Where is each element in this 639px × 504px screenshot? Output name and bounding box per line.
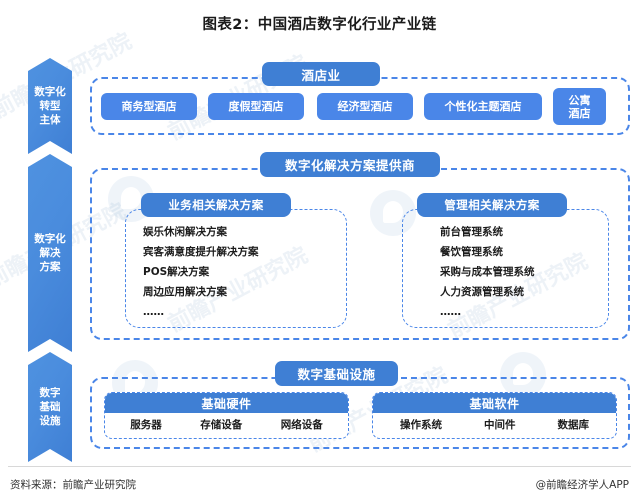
rail-segment-digital-infrastructure: 数字 基础 设施 [28,352,72,462]
rail-segment-transformation-subject: 数字化 转型 主体 [28,58,72,154]
section-header-solution-providers: 数字化解决方案提供商 [260,152,440,177]
rail-segment-digital-solutions: 数字化 解决 方案 [28,154,72,352]
list-item: 采购与成本管理系统 [440,266,535,278]
hotel-type-boutique-theme[interactable]: 个性化主题酒店 [424,93,542,120]
rail-label-line: 方案 [39,261,61,273]
section-header-digital-infrastructure: 数字基础设施 [275,361,398,386]
rail-label-line: 转型 [39,100,61,112]
list-item: 餐饮管理系统 [440,246,503,258]
list-item: …… [143,306,164,318]
list-item: 人力资源管理系统 [440,286,524,298]
rail-label-line: 数字化 [34,233,66,245]
rail-label-line: 数字 [39,387,61,399]
infra-item-os: 操作系统 [400,419,442,431]
brand-label: @前瞻经济学人APP [535,479,629,491]
section-header-hotel-industry: 酒店业 [262,62,380,86]
infra-card-hardware: 基础硬件 服务器 存储设备 网络设备 [104,392,349,439]
hotel-type-apartment[interactable]: 公寓 酒店 [553,88,606,125]
hotel-type-apartment-line: 酒店 [568,106,591,120]
rail-label-line: 主体 [39,114,61,126]
hotel-type-business[interactable]: 商务型酒店 [101,93,197,120]
list-item: POS解决方案 [143,266,210,278]
infra-card-header-software: 基础软件 [373,393,616,413]
rail-label-line: 基础 [39,401,61,413]
list-item: 宾客满意度提升解决方案 [143,246,259,258]
infra-item-middleware: 中间件 [484,419,516,431]
infra-card-body-software: 操作系统 中间件 数据库 [373,413,616,436]
infra-item-server: 服务器 [130,419,162,431]
infra-card-header-hardware: 基础硬件 [105,393,348,413]
group-header-management-solutions: 管理相关解决方案 [417,193,567,217]
list-item: 前台管理系统 [440,226,503,238]
footer-divider [8,466,631,467]
page-title: 图表2：中国酒店数字化行业产业链 [202,17,437,33]
list-item: …… [440,306,461,318]
rail-label-line: 设施 [39,415,61,427]
group-header-business-solutions: 业务相关解决方案 [141,193,291,217]
infra-item-network: 网络设备 [280,419,323,431]
list-item: 娱乐休闲解决方案 [143,226,227,238]
hotel-type-apartment-line: 公寓 [568,93,591,107]
rail-label-line: 数字化 [34,86,66,98]
hotel-type-resort[interactable]: 度假型酒店 [208,93,304,120]
source-label: 资料来源：前瞻产业研究院 [10,479,136,491]
list-item: 周边应用解决方案 [143,286,227,298]
hotel-type-economy[interactable]: 经济型酒店 [317,93,413,120]
infra-card-body-hardware: 服务器 存储设备 网络设备 [105,413,348,436]
rail-label-line: 解决 [39,247,61,259]
list-management-solutions: 前台管理系统 餐饮管理系统 采购与成本管理系统 人力资源管理系统 …… [440,222,620,322]
infra-item-database: 数据库 [557,419,590,431]
infra-item-storage: 存储设备 [200,419,243,431]
list-business-solutions: 娱乐休闲解决方案 宾客满意度提升解决方案 POS解决方案 周边应用解决方案 …… [143,222,343,322]
stage-arrow-rail: 数字化 转型 主体 数字化 解决 方案 数字 基础 设施 [28,58,72,462]
infra-card-software: 基础软件 操作系统 中间件 数据库 [372,392,617,439]
